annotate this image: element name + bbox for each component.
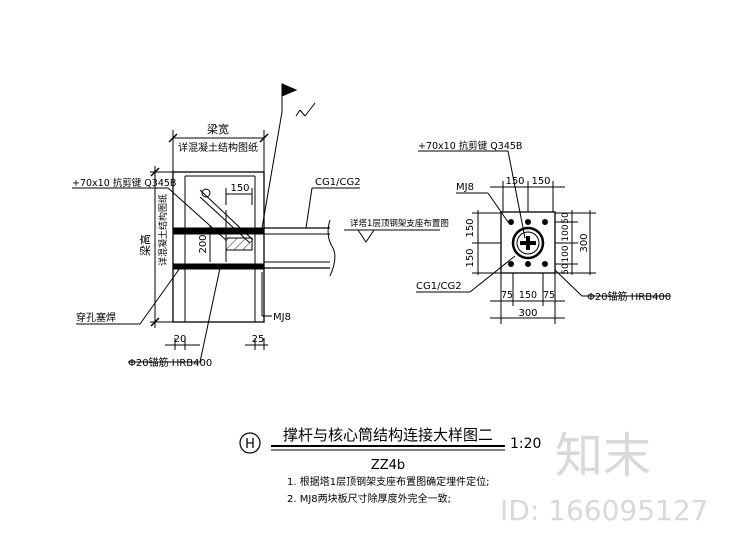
stud [508, 219, 514, 225]
beam-height-title: 梁高 [138, 234, 152, 256]
left-dim-2: 150 [465, 248, 476, 267]
bottom-dim-2: 150 [519, 290, 537, 301]
anchor-note-right: Φ20锚筋 HRB400 [587, 290, 671, 303]
bottom-dim-3: 75 [543, 290, 555, 301]
watermark-brand: 知末 [555, 428, 651, 484]
watermark-id: ID: 166095127 [500, 494, 708, 527]
flag-marker [261, 83, 316, 229]
top-dim-1: 150 [505, 176, 524, 187]
title-block: H 撑杆与核心筒结构连接大样图二 1:20 ZZ4b 1. 根据塔1层顶钢架支座… [239, 426, 541, 505]
left-detail: 梁宽 详混凝土结构图纸 [72, 83, 449, 369]
stud [508, 261, 514, 267]
drawing-code: ZZ4b [371, 458, 405, 473]
embedded-plate-bottom [172, 263, 265, 270]
note-1: 1. 根据塔1层顶钢架支座布置图确定埋件定位; [287, 475, 489, 488]
embedded-plate-top [172, 227, 265, 235]
plate-label: MJ8 [273, 312, 291, 323]
note-2: 2. MJ8两块板尺寸除厚度外完全一致; [287, 492, 451, 505]
bolt-hole [201, 188, 211, 198]
right-dim-total: 300 [579, 233, 590, 252]
reference-note: 详塔1层顶钢架支座布置图 [350, 218, 449, 229]
pipe-outer [511, 226, 545, 260]
stud [542, 261, 548, 267]
plate-label-right: MJ8 [456, 182, 474, 193]
pipe-inner [516, 231, 540, 255]
drawing-scale: 1:20 [510, 436, 541, 452]
stud [542, 219, 548, 225]
anchor-note: Φ20锚筋 HRB400 [128, 356, 212, 369]
beam-height-note: 详混凝土结构图纸 [157, 194, 169, 266]
weld-note: 穿孔塞焊 [76, 311, 116, 324]
right-dim-2: 100 [561, 224, 571, 241]
detail-marker: H [245, 437, 255, 452]
stud [525, 219, 531, 225]
shear-key-label: +70x10 抗剪键 Q345B [72, 177, 176, 189]
watermark: 知末 ID: 166095127 [500, 428, 708, 527]
beam-label: CG1/CG2 [315, 177, 361, 188]
steel-beam [264, 219, 336, 277]
detail-marker-circle [239, 432, 261, 454]
beam-label-right: CG1/CG2 [416, 281, 462, 292]
right-dim-1: 50 [561, 212, 571, 224]
dim-25: 25 [252, 334, 265, 345]
right-dim-4: 50 [561, 263, 571, 275]
stud [525, 261, 531, 267]
left-dim-1: 150 [465, 218, 476, 237]
right-detail: +70x10 抗剪键 Q345B MJ8 150 150 150 150 [416, 140, 671, 324]
top-dim-2: 150 [531, 176, 550, 187]
beam-height-dimension: 梁高 详混凝土结构图纸 [138, 166, 173, 328]
bottom-dim-total: 300 [518, 308, 537, 319]
drawing-title: 撑杆与核心筒结构连接大样图二 [283, 426, 493, 444]
beam-width-title: 梁宽 [207, 122, 229, 136]
bottom-dim-1: 75 [501, 290, 513, 301]
dim-150: 150 [230, 183, 249, 194]
dim-20: 20 [174, 334, 187, 345]
dim-200: 200 [198, 234, 209, 253]
shear-key-block [225, 237, 253, 251]
beam-width-dimension: 梁宽 详混凝土结构图纸 [168, 122, 269, 172]
shear-key-label-right: +70x10 抗剪键 Q345B [418, 140, 522, 152]
right-dim-3: 100 [561, 245, 571, 262]
beam-width-note: 详混凝土结构图纸 [178, 141, 258, 154]
